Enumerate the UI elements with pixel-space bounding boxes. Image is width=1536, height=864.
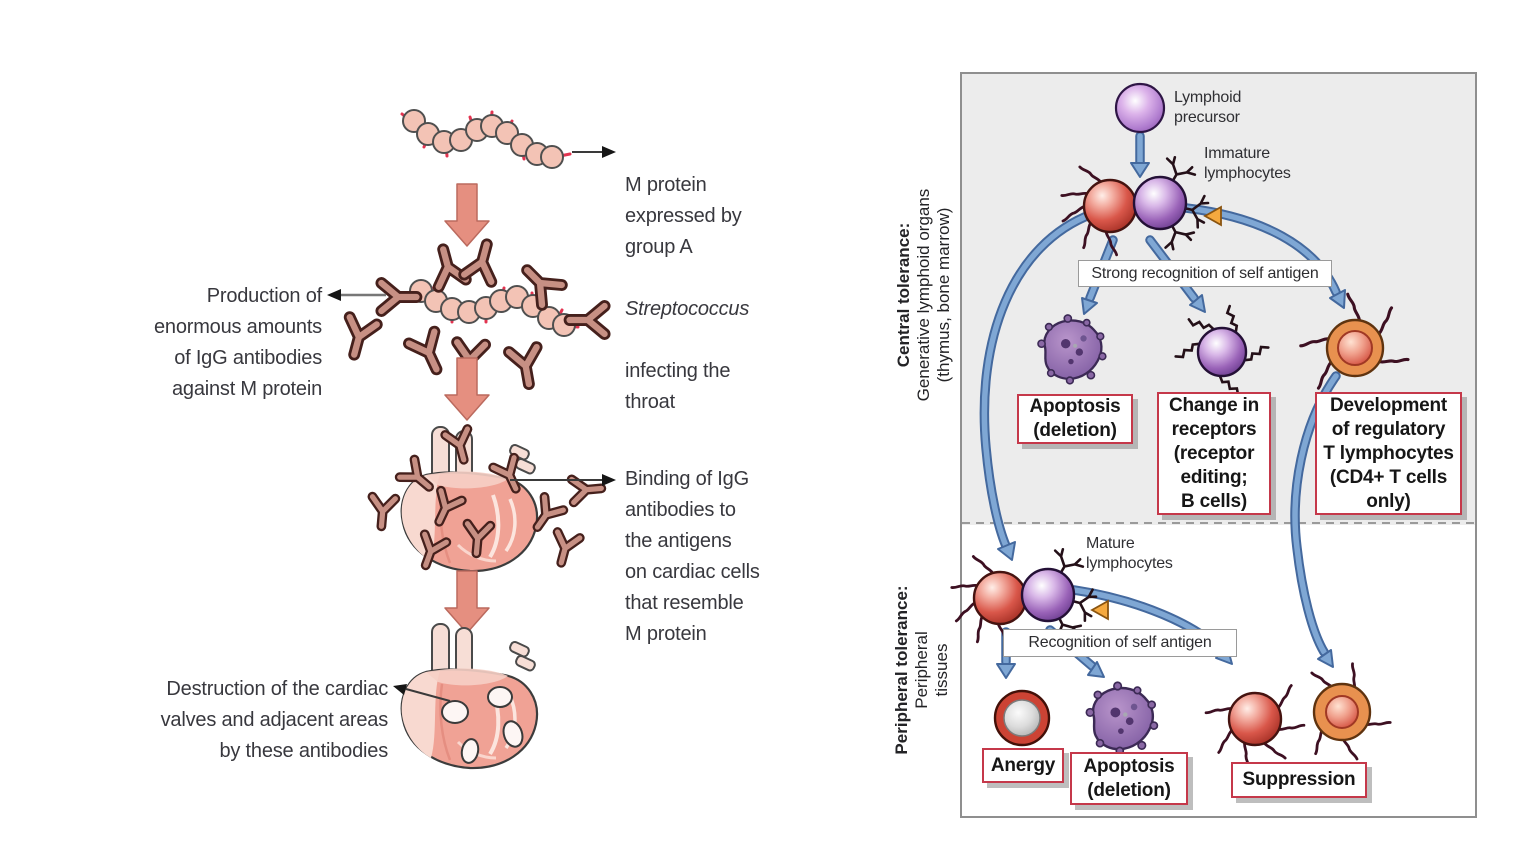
label-immature-lymphocytes: Immature lymphocytes: [1204, 145, 1291, 182]
regulatory-t-cell: [1299, 292, 1410, 390]
curve-treg-to-suppression: [1290, 371, 1341, 668]
label-mature-lymphocytes: Mature lymphocytes: [1086, 535, 1173, 572]
peripheral-tolerance-title: Peripheral tolerance:: [892, 585, 911, 755]
label-binding: Binding of IgG antibodies to the antigen…: [625, 468, 760, 645]
heart-with-antibodies: [370, 427, 602, 571]
label-lymphoid-precursor: Lymphoid precursor: [1174, 89, 1242, 126]
central-tolerance-label: Central tolerance: Generative lymphoid o…: [894, 189, 954, 402]
lymphoid-precursor-cell: [1114, 82, 1166, 134]
pointer-destruction: [393, 684, 451, 702]
strong-recognition-box: Strong recognition of self antigen: [1078, 260, 1332, 287]
label-streptococcus: Streptococcus: [625, 298, 750, 320]
change-receptors-box: Change in receptors (receptor editing; B…: [1157, 392, 1271, 515]
apoptosis-deletion-peripheral-box: Apoptosis (deletion): [1070, 752, 1188, 805]
pointer-production: [327, 289, 386, 301]
self-antigen-triangle-2: [1090, 599, 1109, 621]
suppressor-treg-cell: [1304, 662, 1392, 761]
central-tolerance-title: Central tolerance:: [894, 222, 913, 368]
apoptotic-cell-peripheral: [1085, 681, 1159, 756]
down-arrow-1: [444, 183, 490, 247]
label-destruction: Destruction of the cardiac valves and ad…: [160, 678, 389, 762]
immature-lymphocytes-cells: [1060, 152, 1222, 257]
label-m-protein-post: infecting the throat: [625, 360, 731, 413]
suppression-box: Suppression: [1231, 762, 1367, 798]
apoptotic-cell-central: [1036, 313, 1107, 385]
receptor-edited-b-cell: [1174, 304, 1270, 397]
down-arrow-3: [444, 570, 490, 634]
recognition-box: Recognition of self antigen: [1003, 629, 1237, 657]
mature-lymphocytes-cells: [950, 544, 1109, 648]
anergic-cell: [993, 689, 1051, 747]
label-m-protein: M protein expressed by group A Streptoco…: [625, 139, 749, 449]
apoptosis-deletion-central-box: Apoptosis (deletion): [1017, 394, 1133, 444]
down-arrow-2: [444, 357, 490, 421]
arrow-precursor-down: [1130, 131, 1150, 178]
suppressed-t-cell: [1204, 684, 1306, 770]
curve-to-treg: [1181, 203, 1346, 309]
label-production: Production of enormous amounts of IgG an…: [153, 285, 322, 400]
central-tolerance-sub: Generative lymphoid organs (thymus, bone…: [914, 188, 953, 402]
development-treg-box: Development of regulatory T lymphocytes …: [1315, 392, 1462, 515]
peripheral-tolerance-sub: Peripheral tissues: [912, 631, 951, 709]
anergy-box: Anergy: [982, 748, 1064, 783]
peripheral-tolerance-label: Peripheral tolerance: Peripheral tissues: [892, 585, 952, 754]
antibody-cluster: [341, 241, 605, 387]
pointer-m-protein: [572, 146, 616, 158]
label-m-protein-pre: M protein expressed by group A: [625, 174, 742, 258]
m-protein-chain-1: [400, 109, 572, 169]
self-antigen-triangle: [1203, 205, 1222, 227]
damaged-heart: [399, 622, 540, 771]
pointer-binding: [510, 474, 616, 486]
curve-to-mature: [979, 209, 1097, 561]
